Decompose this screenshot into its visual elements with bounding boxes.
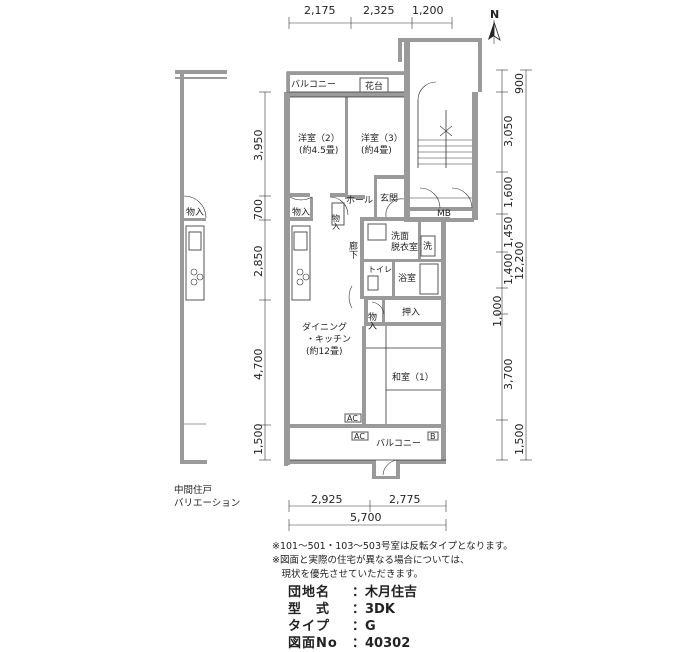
label-balcony-bottom: バルコニー [376,438,421,449]
dim-top-2: 2,325 [363,4,395,17]
property-info: 団地名：木月住吉 型 式：3DK タイプ：G 図面No：40302 [288,584,417,652]
variation-strip: 物入 [175,70,227,464]
info-label-type: タイプ [288,619,331,634]
dim-left-3: 2,850 [252,246,265,278]
label-planter: 花台 [365,80,383,92]
variation-caption-line1: 中間住戸 [174,485,213,496]
dim-bottom-total: 5,700 [350,511,382,524]
top-dimension-line: 2,175 2,325 1,200 [288,4,453,29]
dim-right-4: 1,450 [502,217,515,249]
info-value-complex: 木月住吉 [365,585,418,600]
dim-left-4: 4,700 [252,349,265,381]
info-value-drawing-no: 40302 [365,636,411,651]
info-value-type: G [365,619,376,634]
note-3: 現状を優先させていただきます。 [272,569,424,580]
label-dk-size: (約12畳) [306,345,342,357]
label-western-room-3: 洋室（3） [361,132,403,144]
label-western-room-3-size: (約4畳) [361,144,392,156]
dim-right-8: 1,500 [513,424,526,456]
dim-right-2: 3,050 [502,116,515,148]
label-western-room-2-size: (約4.5畳) [299,144,338,156]
stairwell [410,100,472,199]
dim-bottom-2: 2,775 [389,493,421,506]
info-row-layout: 型 式：3DK [288,602,395,617]
label-dk-1: ダイニング [302,321,347,333]
north-arrow-icon: N [488,8,501,44]
dim-right-1: 900 [513,73,526,94]
label-washroom-2: 脱衣室 [391,241,418,253]
label-balcony-top: バルコニー [291,79,336,90]
dim-left-5: 1,500 [252,424,265,456]
note-2: ※図面と実際の住宅が異なる場合については、 [272,555,470,566]
label-bath: 浴室 [398,272,416,284]
label-hall: ホール [346,195,373,206]
label-closet: 押入 [402,306,420,318]
label-corridor: 廊下 [347,240,358,260]
note-1: ※101～501・103～503号室は反転タイプとなります。 [272,541,513,552]
label-b: B [430,432,436,441]
label-entrance: 玄関 [380,192,398,204]
dim-right-3: 1,600 [502,177,515,209]
label-laundry: 洗 [423,240,432,252]
info-row-drawing-no: 図面No：40302 [288,636,411,651]
info-label-layout: 型 式 [288,602,331,617]
label-western-room-2: 洋室（2） [298,132,340,144]
variation-storage-label: 物入 [186,206,204,218]
info-row-type: タイプ：G [288,619,376,634]
dim-right-7: 3,700 [502,359,515,391]
right-dimension-line: 900 3,050 1,600 1,450 1,400 1,000 3,700 … [491,69,532,461]
dim-top-1: 2,175 [304,4,336,17]
info-value-layout: 3DK [365,602,395,617]
label-mb: MB [437,209,451,219]
bottom-dimension-line: 2,925 2,775 5,700 [288,493,447,531]
label-japanese-room: 和室（1） [392,371,434,383]
dim-right-total: 12,200 [513,242,526,281]
unit-walls [284,38,482,479]
variation-caption: 中間住戸 バリエーション [174,484,240,510]
compass-label: N [490,8,499,21]
info-label-complex: 団地名 [288,585,331,600]
info-row-complex: 団地名：木月住吉 [288,585,418,600]
info-label-drawing-no: 図面No [288,636,338,651]
label-storage-1: 物入 [292,206,310,218]
dim-top-3: 1,200 [412,4,444,17]
label-storage-2: 物入 [366,311,377,330]
left-dimension-line: 3,950 700 2,850 4,700 1,500 [252,91,271,461]
dim-right-5: 1,400 [502,254,515,286]
label-ac-2: AC [354,432,365,441]
room-labels: バルコニー 花台 洋室（2） (約4.5畳) 洋室（3） (約4畳) ホール 玄… [291,79,451,449]
label-storage-corridor: 物入 [332,213,341,230]
outline [290,96,446,461]
label-ac-1: AC [347,414,358,423]
label-washroom-1: 洗面 [391,230,409,242]
variation-caption-line2: バリエーション [174,498,241,509]
dim-right-6: 1,000 [491,296,504,328]
dim-bottom-1: 2,925 [311,493,343,506]
label-dk-2: ・キッチン [306,334,351,345]
label-toilet: トイレ [368,265,392,274]
notes: ※101～501・103～503号室は反転タイプとなります。 ※図面と実際の住宅… [272,540,513,582]
dim-left-2: 700 [252,199,265,220]
dim-left-1: 3,950 [252,130,265,162]
